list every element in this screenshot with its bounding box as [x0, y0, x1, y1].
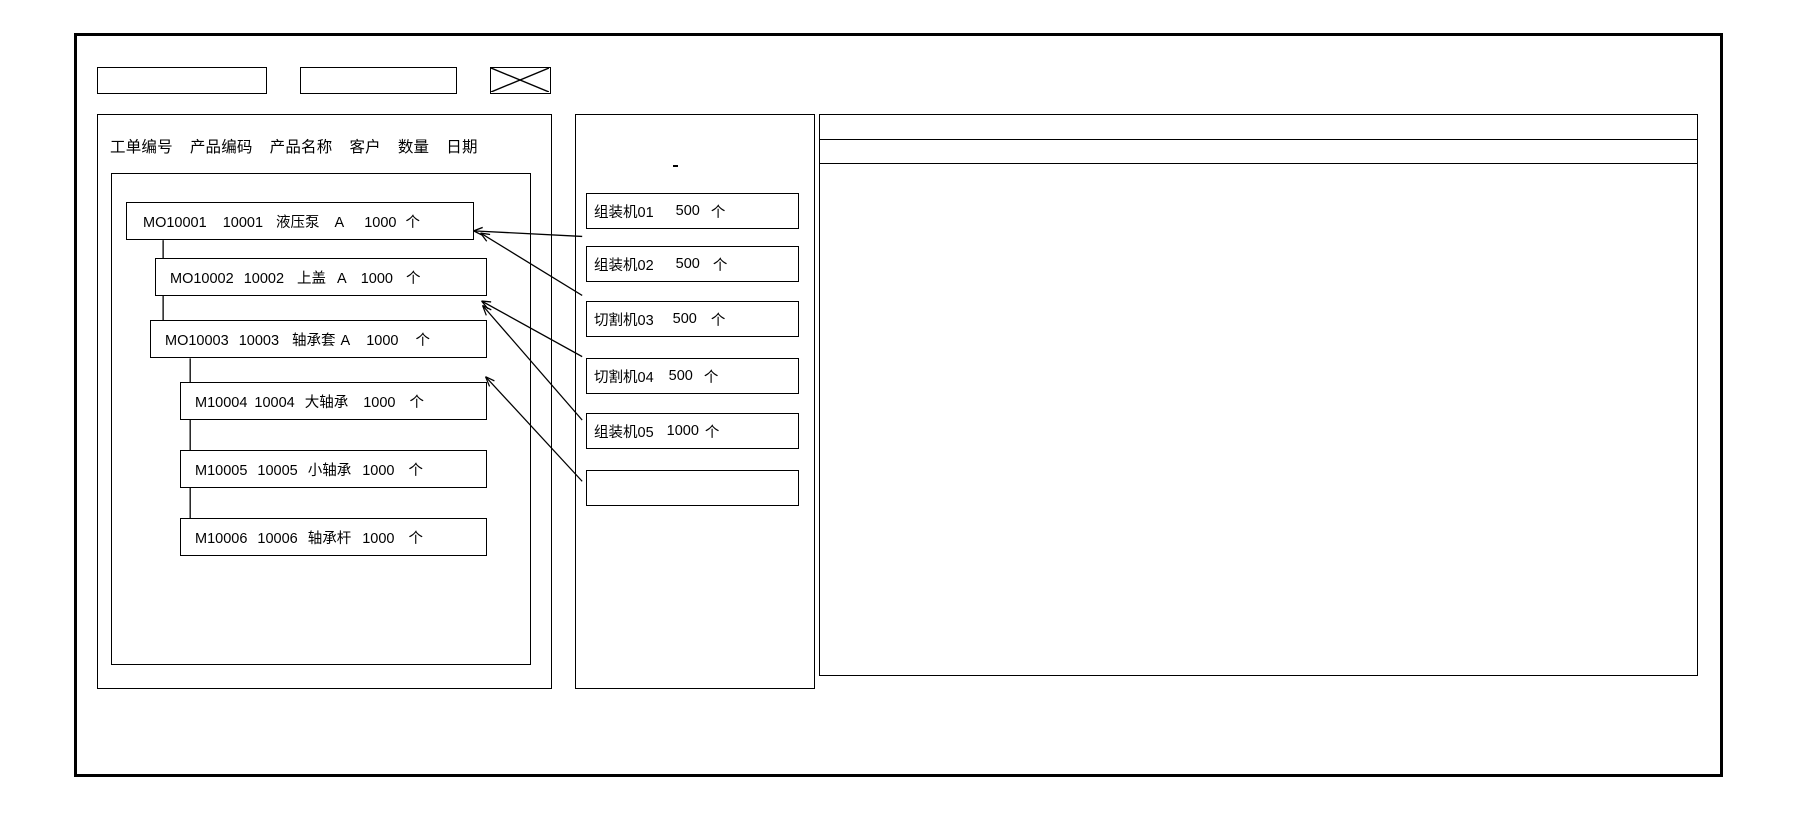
work-order-tree-panel: 工单编号 产品编码 产品名称 客户 数量 日期 — [97, 114, 552, 689]
cell-quantity: 1000 — [360, 270, 393, 287]
op-quantity: 1000 — [666, 423, 699, 439]
cell-product-name: 轴承套 — [292, 332, 336, 349]
table-row[interactable]: M10006 10006 轴承杆 1000 个 — [180, 518, 487, 556]
cell-product-code: 10002 — [243, 270, 285, 287]
table-row[interactable]: MO10001 10001 液压泵 A 1000 个 — [126, 202, 474, 240]
detail-panel-body — [820, 165, 1697, 675]
toolbar-field-2[interactable] — [300, 67, 457, 94]
cell-product-name: 轴承杆 — [307, 530, 352, 547]
cell-product-code: 10003 — [238, 332, 280, 349]
op-quantity: 500 — [668, 368, 693, 384]
cell-product-name: 液压泵 — [276, 214, 320, 231]
op-unit: 个 — [703, 369, 719, 386]
column-header-product-name: 产品名称 — [269, 139, 333, 156]
cell-unit: 个 — [409, 394, 425, 411]
cell-order-no: M10004 — [195, 394, 248, 411]
cell-product-name: 上盖 — [297, 270, 327, 287]
tree-frame: MO10001 10001 液压泵 A 1000 个 MO10002 10002… — [111, 173, 531, 665]
column-header-customer: 客户 — [349, 139, 381, 156]
cell-quantity: 1000 — [362, 530, 395, 547]
image-placeholder-icon[interactable] — [490, 67, 551, 94]
op-unit: 个 — [704, 424, 720, 441]
detail-panel — [819, 114, 1698, 676]
op-unit: 个 — [710, 204, 726, 221]
op-machine: 组装机01 — [594, 204, 654, 221]
list-item[interactable]: 组装机01 500 个 — [586, 193, 799, 229]
cell-quantity: 1000 — [366, 332, 399, 349]
cell-product-name: 大轴承 — [304, 394, 349, 411]
op-quantity: 500 — [675, 203, 700, 219]
cell-customer: A — [337, 270, 347, 287]
cell-quantity: 1000 — [364, 214, 397, 231]
list-item[interactable]: 组装机02 500 个 — [586, 246, 799, 282]
cell-customer: A — [340, 332, 351, 349]
op-quantity: 500 — [675, 256, 700, 272]
op-machine: 组装机05 — [594, 424, 654, 441]
table-row[interactable]: MO10002 10002 上盖 A 1000 个 — [155, 258, 487, 296]
list-item[interactable] — [586, 470, 799, 506]
column-header-date: 日期 — [446, 139, 478, 156]
toolbar — [97, 67, 551, 94]
op-machine: 组装机02 — [594, 257, 654, 274]
table-row[interactable]: M10005 10005 小轴承 1000 个 — [180, 450, 487, 488]
column-header-product-code: 产品编码 — [189, 139, 253, 156]
cell-unit: 个 — [415, 332, 430, 349]
list-item[interactable]: 切割机03 500 个 — [586, 301, 799, 337]
cell-quantity: 1000 — [363, 394, 396, 411]
list-item[interactable]: 组装机05 1000 个 — [586, 413, 799, 449]
op-unit: 个 — [712, 257, 728, 274]
dot-marker-icon — [673, 165, 678, 167]
table-row[interactable]: MO10003 10003 轴承套 A 1000 个 — [150, 320, 487, 358]
list-item[interactable]: 切割机04 500 个 — [586, 358, 799, 394]
cell-product-code: 10006 — [257, 530, 298, 547]
cell-order-no: M10005 — [195, 462, 248, 479]
table-row[interactable]: M10004 10004 大轴承 1000 个 — [180, 382, 487, 420]
op-machine: 切割机04 — [594, 369, 654, 386]
detail-panel-header — [820, 139, 1697, 164]
cross-lines-icon — [491, 68, 549, 92]
op-quantity: 500 — [672, 311, 697, 327]
cell-customer: A — [334, 214, 345, 231]
tree-column-headers: 工单编号 产品编码 产品名称 客户 数量 日期 — [110, 135, 541, 157]
column-header-quantity: 数量 — [397, 139, 430, 156]
operation-list-panel: 组装机01 500 个 组装机02 500 个 切割机03 500 个 切割机0… — [575, 114, 815, 689]
toolbar-field-1[interactable] — [97, 67, 267, 94]
cell-order-no: MO10001 — [143, 214, 207, 231]
cell-unit: 个 — [408, 530, 424, 547]
op-machine: 切割机03 — [594, 312, 654, 329]
app-window: 工单编号 产品编码 产品名称 客户 数量 日期 — [74, 33, 1723, 777]
cell-product-name: 小轴承 — [307, 462, 352, 479]
column-header-order-no: 工单编号 — [110, 139, 173, 156]
cell-product-code: 10004 — [254, 394, 295, 411]
cell-order-no: M10006 — [195, 530, 248, 547]
cell-unit: 个 — [405, 214, 420, 231]
cell-order-no: MO10003 — [165, 332, 229, 349]
cell-unit: 个 — [408, 462, 424, 479]
cell-unit: 个 — [405, 270, 421, 287]
cell-order-no: MO10002 — [170, 270, 234, 287]
cell-product-code: 10001 — [222, 214, 264, 231]
op-unit: 个 — [710, 312, 726, 329]
panels-container: 工单编号 产品编码 产品名称 客户 数量 日期 — [97, 114, 1698, 754]
cell-product-code: 10005 — [257, 462, 298, 479]
cell-quantity: 1000 — [362, 462, 395, 479]
